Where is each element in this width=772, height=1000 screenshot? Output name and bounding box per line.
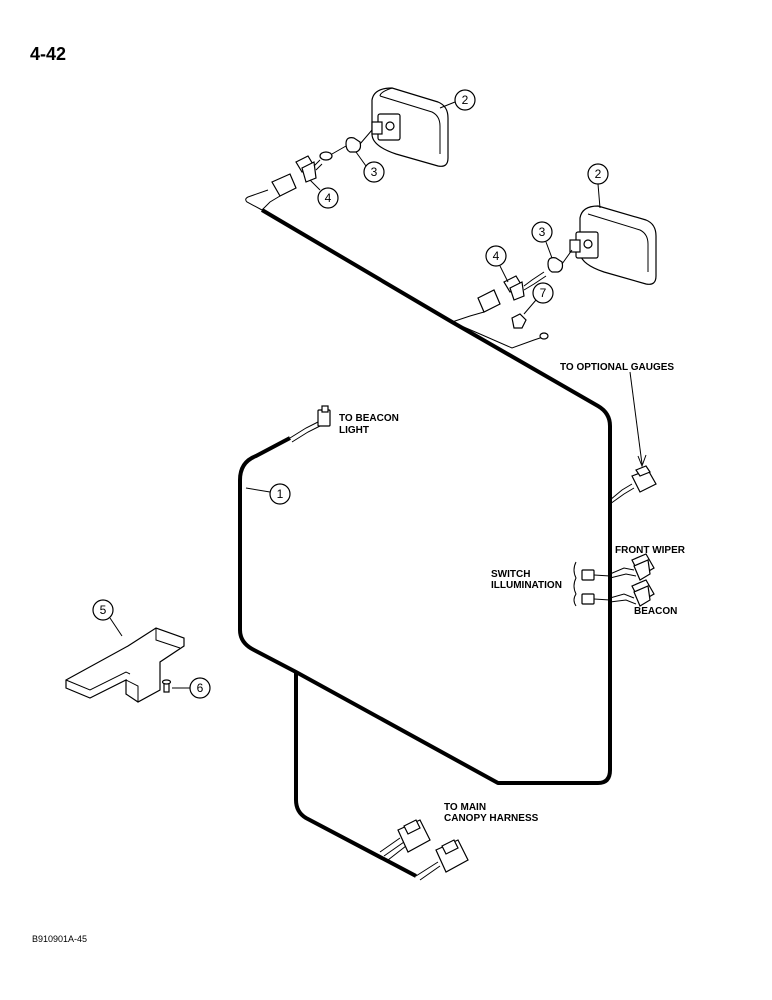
callout-6-number: 6 <box>197 681 204 695</box>
callout-2-lower-number: 2 <box>595 167 602 181</box>
light-upper <box>371 87 449 167</box>
callout-3-lower: 3 <box>531 221 553 259</box>
callout-4-lower-number: 4 <box>493 249 500 263</box>
main-canopy-connectors <box>379 819 469 881</box>
bulb-upper <box>319 145 347 161</box>
callout-2-upper-number: 2 <box>462 93 469 107</box>
light-lower <box>569 205 657 285</box>
callout-1: 1 <box>245 483 291 505</box>
label-front-wiper: FRONT WIPER <box>615 545 686 556</box>
bulb-socket-upper <box>345 129 373 153</box>
switch-illumination-connectors <box>573 561 611 607</box>
label-main-harness-2: CANOPY HARNESS <box>444 813 539 824</box>
connector-upper <box>261 155 323 211</box>
callout-3-upper: 3 <box>355 151 385 183</box>
ground-eyelet <box>539 332 549 340</box>
callout-5: 5 <box>92 599 123 637</box>
callout-4-lower: 4 <box>485 245 509 283</box>
figure-code: B910901A-45 <box>32 934 88 944</box>
front-wiper-connector <box>609 553 655 581</box>
ground-nut <box>511 313 527 329</box>
harness-main-loop <box>238 208 612 785</box>
harness-branch-down <box>294 672 417 878</box>
label-switch-2: ILLUMINATION <box>491 580 562 591</box>
label-switch-1: SWITCH <box>491 569 530 580</box>
callout-2-lower: 2 <box>587 163 609 209</box>
ground-lead <box>451 321 547 349</box>
callout-3-lower-number: 3 <box>539 225 546 239</box>
callout-4-upper: 4 <box>309 179 339 209</box>
label-optional-gauges: TO OPTIONAL GAUGES <box>560 362 674 373</box>
connector-lower <box>451 271 547 323</box>
beacon-light-connector <box>289 405 331 443</box>
callout-7-number: 7 <box>540 286 547 300</box>
optional-gauges-connector <box>609 371 657 505</box>
callout-2-upper: 2 <box>439 89 476 111</box>
callout-4-upper-number: 4 <box>325 191 332 205</box>
callout-7: 7 <box>523 282 554 315</box>
callout-5-number: 5 <box>100 603 107 617</box>
callout-6: 6 <box>172 677 211 699</box>
harness-top-end <box>245 189 269 211</box>
callout-3-upper-number: 3 <box>371 165 378 179</box>
mounting-bracket <box>65 627 185 703</box>
callout-1-number: 1 <box>277 487 284 501</box>
label-main-harness-1: TO MAIN <box>444 802 486 813</box>
label-beacon-light-1: TO BEACON <box>339 413 399 424</box>
label-beacon-light-2: LIGHT <box>339 425 369 436</box>
page-number: 4-42 <box>30 44 67 64</box>
screw <box>161 679 172 693</box>
bulb-socket-lower <box>547 249 573 273</box>
label-beacon: BEACON <box>634 606 677 617</box>
beacon-connector <box>609 579 655 607</box>
